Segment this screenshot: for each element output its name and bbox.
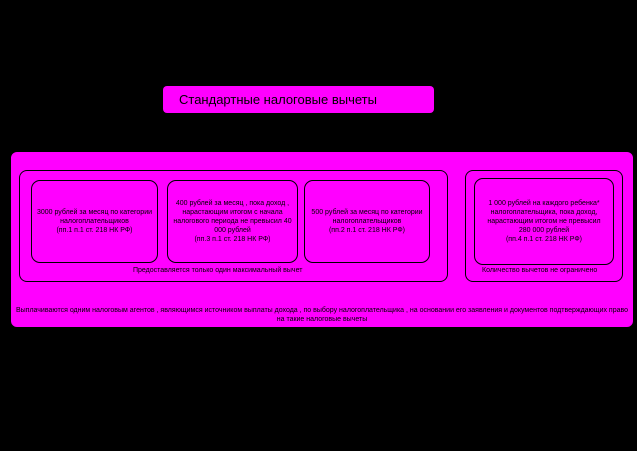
footer-note: Выплачиваются одним налоговым агентов , …	[15, 307, 629, 323]
exclusive-deductions-group	[19, 170, 448, 282]
note-single-max-deduction: Предоставляется только один максимальный…	[133, 267, 303, 274]
deduction-400: 400 рублей за месяц , пока доход , нарас…	[167, 180, 298, 263]
unlimited-deductions-group	[465, 170, 623, 282]
note-unlimited: Количество вычетов не ограничено	[482, 267, 598, 274]
deduction-500: 500 рублей за месяц по категории налогоп…	[304, 180, 430, 263]
diagram-title: Стандартные налоговые вычеты	[163, 86, 434, 113]
deduction-3000: 3000 рублей за месяц по категории налого…	[31, 180, 158, 263]
deduction-per-child: 1 000 рублей на каждого ребенка* налогоп…	[474, 178, 614, 265]
